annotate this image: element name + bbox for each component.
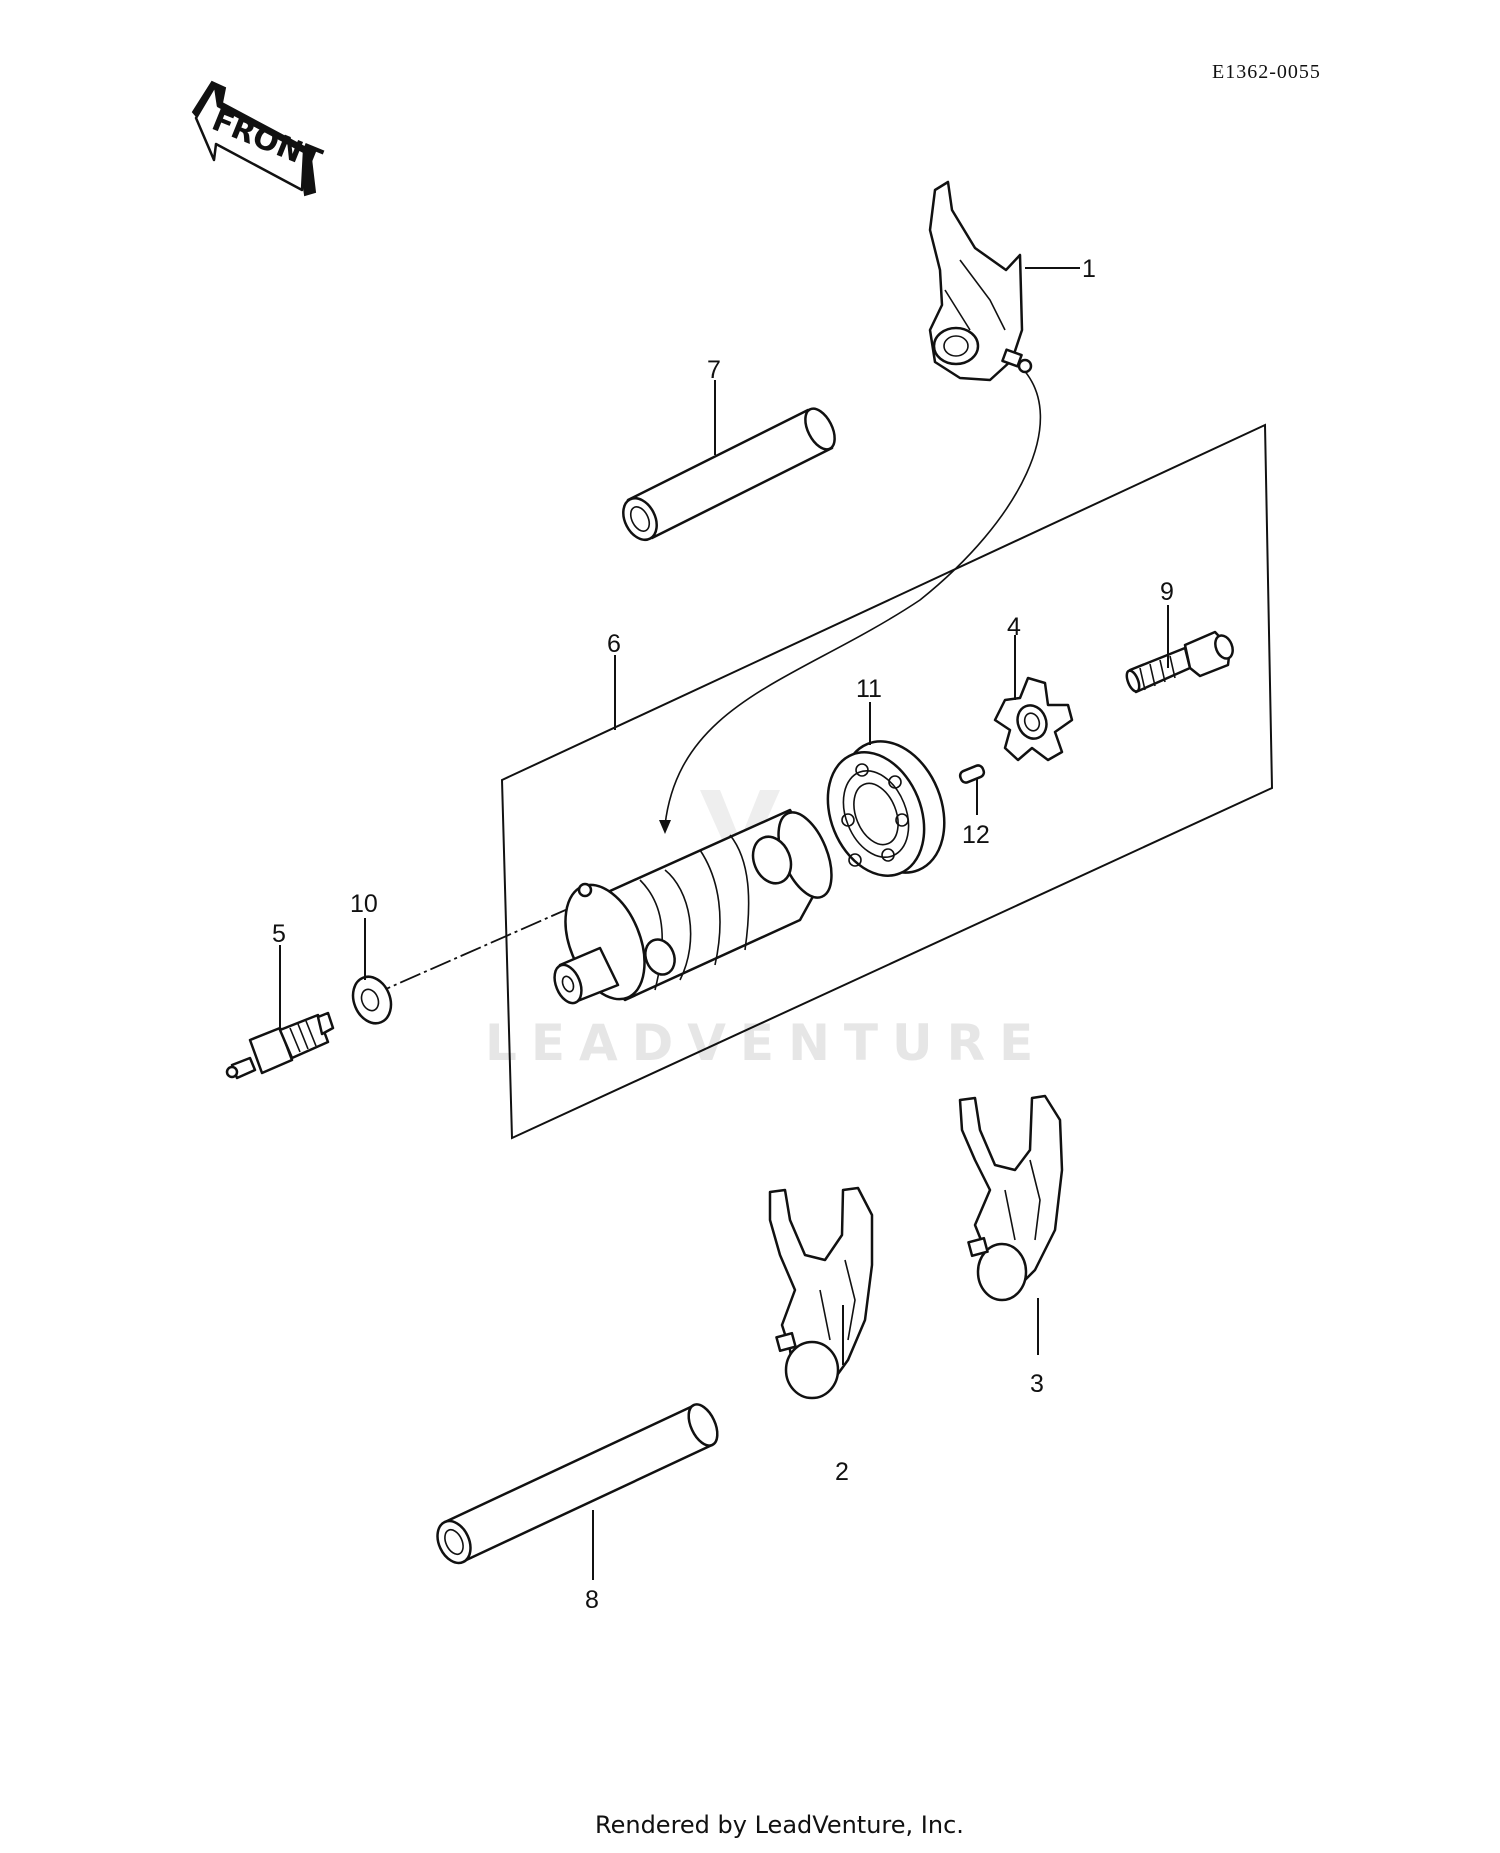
callout-10: 10 xyxy=(350,890,378,918)
shift-fork-1 xyxy=(928,180,1033,382)
drum-center-line xyxy=(369,896,596,997)
neutral-switch-5 xyxy=(225,1011,335,1080)
callout-9: 9 xyxy=(1160,578,1174,606)
upper-fork-shaft xyxy=(622,407,836,542)
callout-8: 8 xyxy=(585,1586,599,1614)
callout-3: 3 xyxy=(1030,1370,1044,1398)
callout-12: 12 xyxy=(962,821,990,849)
shift-drum xyxy=(553,808,833,1005)
ball-bearing-11 xyxy=(826,740,946,877)
callout-5: 5 xyxy=(272,920,286,948)
front-arrow-icon: FRONT xyxy=(191,80,327,197)
shift-drum-star-4 xyxy=(993,676,1074,762)
washer-10 xyxy=(351,975,393,1025)
fork-to-drum-line xyxy=(664,367,1042,826)
shift-fork-3 xyxy=(958,1094,1064,1302)
footer-credit: Rendered by LeadVenture, Inc. xyxy=(595,1811,964,1839)
callout-4: 4 xyxy=(1007,613,1021,641)
leader-lines xyxy=(279,267,1169,1580)
callout-7: 7 xyxy=(707,356,721,384)
callout-1: 1 xyxy=(1082,255,1096,283)
lower-fork-shaft xyxy=(436,1403,719,1565)
pin-12 xyxy=(958,764,986,784)
callout-11: 11 xyxy=(856,675,882,703)
callout-2: 2 xyxy=(835,1458,849,1486)
callout-6: 6 xyxy=(607,630,621,658)
bolt-9 xyxy=(1125,630,1234,694)
drum-assembly-frame xyxy=(500,423,1274,1140)
diagram-code: E1362-0055 xyxy=(1212,61,1321,83)
shift-fork-2 xyxy=(768,1186,874,1400)
svg-text:LEADVENTURE: LEADVENTURE xyxy=(485,1014,1047,1072)
